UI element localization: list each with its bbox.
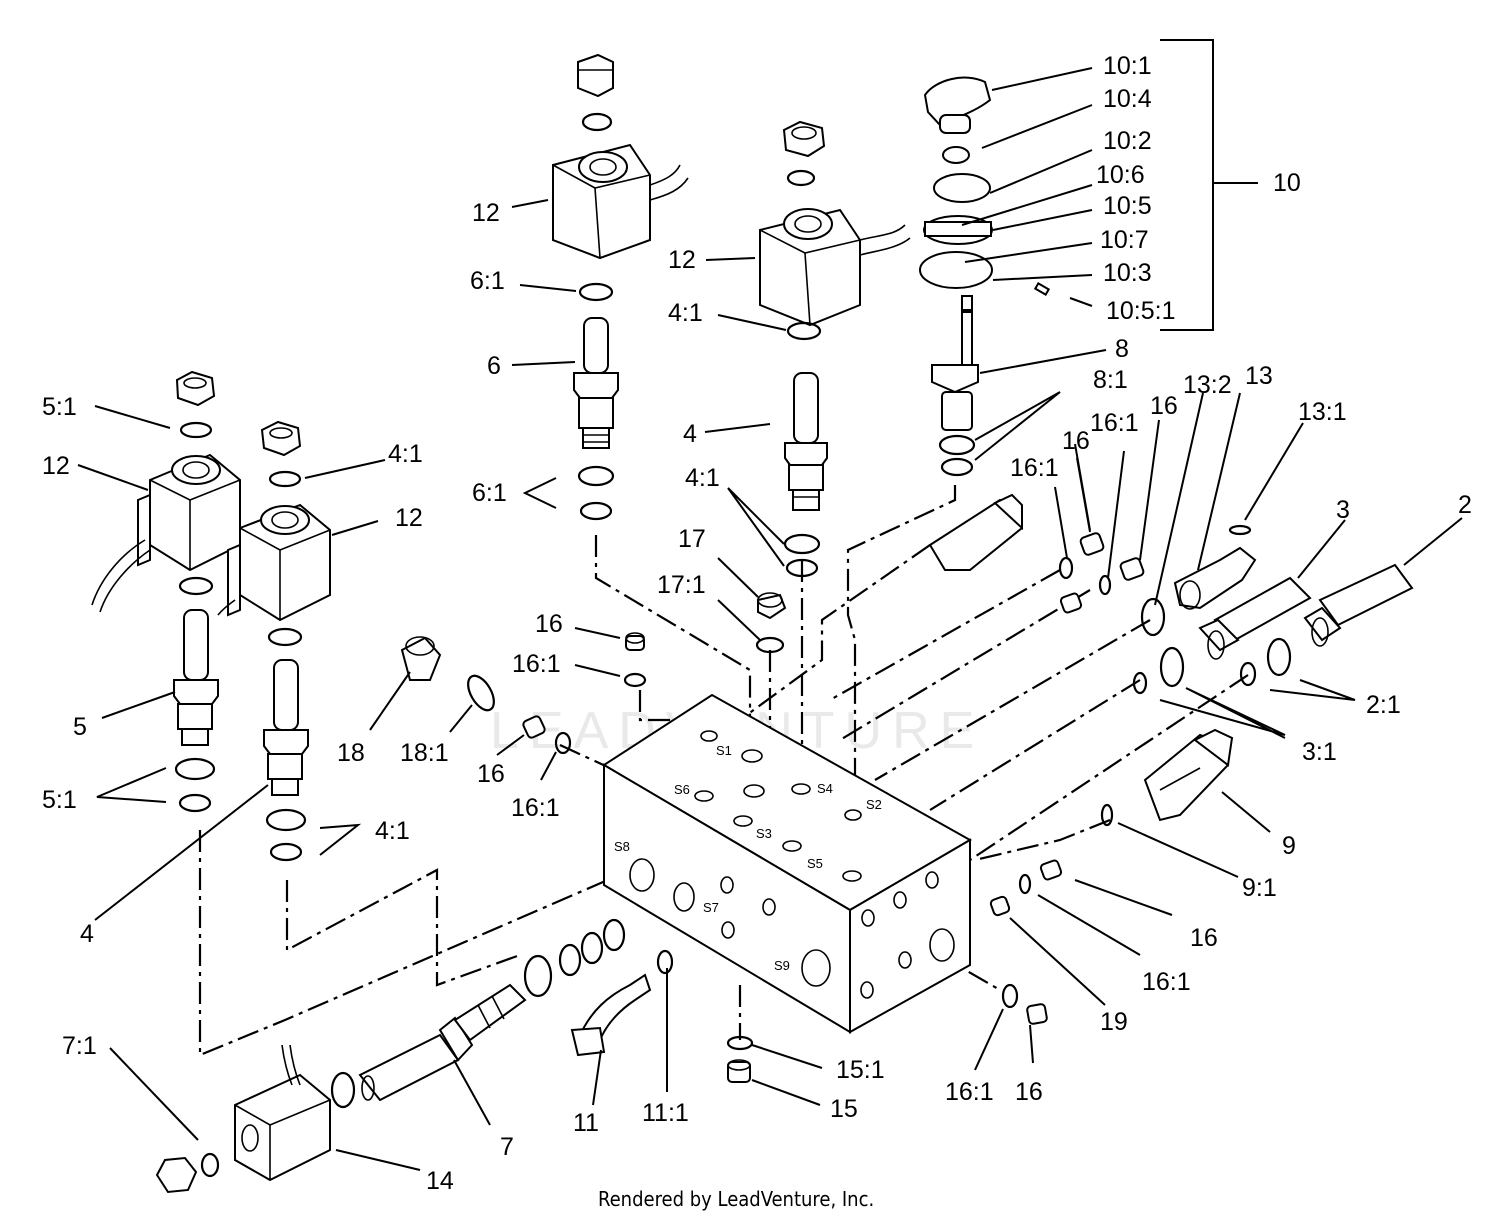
label-16-1-f: 16:1: [945, 1078, 994, 1106]
pressure-valve-8: [931, 311, 979, 431]
label-12-left: 12: [42, 452, 70, 480]
label-18: 18: [337, 739, 365, 767]
label-16-d: 16: [477, 760, 505, 788]
solenoid-coil-upper-center: [759, 208, 911, 327]
port-s2: S2: [866, 797, 882, 812]
label-5-1-bottom: 5:1: [42, 786, 77, 814]
cartridge-valve-4-top: [784, 372, 828, 511]
cartridge-valve-4-left: [263, 659, 309, 796]
label-4-1-left-top: 4:1: [388, 440, 423, 468]
label-2: 2: [1458, 491, 1472, 519]
cartridge-valve-5: [173, 609, 219, 746]
label-16-1-a: 16:1: [1090, 409, 1139, 437]
port-s1: S1: [716, 743, 732, 758]
label-10-3: 10:3: [1103, 259, 1152, 287]
label-10-2: 10:2: [1103, 127, 1152, 155]
label-16-c: 16: [535, 610, 563, 638]
cartridge-valve-6: [573, 317, 619, 449]
port-s8: S8: [614, 839, 630, 854]
label-5-1-top: 5:1: [42, 393, 77, 421]
label-8: 8: [1115, 335, 1129, 363]
label-10-7: 10:7: [1100, 226, 1149, 254]
label-7-1: 7:1: [62, 1032, 97, 1060]
solenoid-coil-left: [91, 453, 241, 613]
label-4-1-upper: 4:1: [668, 299, 703, 327]
elbow-fitting-11: [570, 973, 652, 1057]
port-s6: S6: [674, 782, 690, 797]
label-14: 14: [426, 1167, 454, 1195]
port-s3: S3: [756, 826, 772, 841]
label-16-b: 16: [1062, 427, 1090, 455]
label-3: 3: [1336, 496, 1350, 524]
solenoid-coil-upper-left: [552, 143, 689, 260]
label-11: 11: [573, 1109, 599, 1137]
label-16-e: 16: [1190, 924, 1218, 952]
manifold-block: [602, 693, 973, 1034]
label-4-left: 4: [80, 920, 94, 948]
label-13-2: 13:2: [1183, 371, 1232, 399]
label-17: 17: [678, 525, 706, 553]
o-rings: [174, 112, 1292, 1178]
label-4-1-middle: 4:1: [685, 464, 720, 492]
solenoid-coil-center-left: [217, 503, 331, 622]
label-5: 5: [73, 713, 87, 741]
cartridge-valve-9: [1143, 728, 1234, 822]
port-s9: S9: [774, 958, 790, 973]
valve-2: [1303, 563, 1414, 647]
label-12-upper-center: 12: [668, 246, 696, 274]
solenoid-coil-14: [234, 1044, 331, 1182]
port-s4: S4: [817, 781, 833, 796]
label-16-f: 16: [1015, 1078, 1043, 1106]
label-15-1: 15:1: [836, 1056, 885, 1084]
label-16-1-c: 16:1: [512, 650, 561, 678]
label-11-1: 11:1: [642, 1099, 689, 1127]
label-10-6: 10:6: [1096, 161, 1145, 189]
valve-3: [1198, 576, 1312, 660]
callout-labels: 10:1 10:4 10:2 10:6 10:5 10:7 10:3 10:5:…: [42, 52, 1472, 1195]
label-19: 19: [1100, 1008, 1128, 1036]
label-16-1-e: 16:1: [1142, 968, 1191, 996]
label-13: 13: [1245, 362, 1273, 390]
label-2-1: 2:1: [1366, 691, 1401, 719]
footer-credit: Rendered by LeadVenture, Inc.: [598, 1187, 874, 1211]
knob-assembly-10: [919, 76, 1051, 311]
elbow-fitting-13: [1173, 546, 1257, 610]
label-9: 9: [1282, 832, 1296, 860]
label-6: 6: [487, 352, 501, 380]
label-16-1-d: 16:1: [511, 794, 560, 822]
label-6-1-top: 6:1: [470, 267, 505, 295]
label-10-5: 10:5: [1103, 192, 1152, 220]
label-3-1: 3:1: [1302, 738, 1337, 766]
label-10-4: 10:4: [1103, 85, 1152, 113]
cartridge-valve-upper-right: [928, 493, 1024, 571]
label-17-1: 17:1: [657, 571, 706, 599]
label-16-a: 16: [1150, 392, 1178, 420]
label-18-1: 18:1: [400, 739, 449, 767]
port-s5: S5: [807, 856, 823, 871]
label-12-upper-left: 12: [472, 199, 500, 227]
port-labels: S1 S2 S3 S4 S5 S6 S7 S8 S9: [614, 743, 882, 973]
port-s7: S7: [703, 900, 719, 915]
label-10-1: 10:1: [1103, 52, 1152, 80]
label-8-1: 8:1: [1093, 366, 1128, 394]
label-13-1: 13:1: [1298, 398, 1347, 426]
leader-lines: [77, 39, 1463, 1171]
cartridge-valve-7: [358, 983, 527, 1102]
label-4-upper: 4: [683, 420, 697, 448]
label-6-1-bottom: 6:1: [472, 479, 507, 507]
label-12-center-left: 12: [395, 504, 423, 532]
label-7: 7: [500, 1133, 514, 1161]
label-16-1-b: 16:1: [1010, 454, 1059, 482]
plugs: [400, 532, 1145, 1083]
label-4-1-left-bottom: 4:1: [375, 817, 410, 845]
label-10-5-1: 10:5:1: [1106, 297, 1176, 325]
label-15: 15: [830, 1095, 858, 1123]
hex-nuts: [155, 53, 826, 1194]
label-9-1: 9:1: [1242, 874, 1277, 902]
label-10: 10: [1273, 169, 1301, 197]
